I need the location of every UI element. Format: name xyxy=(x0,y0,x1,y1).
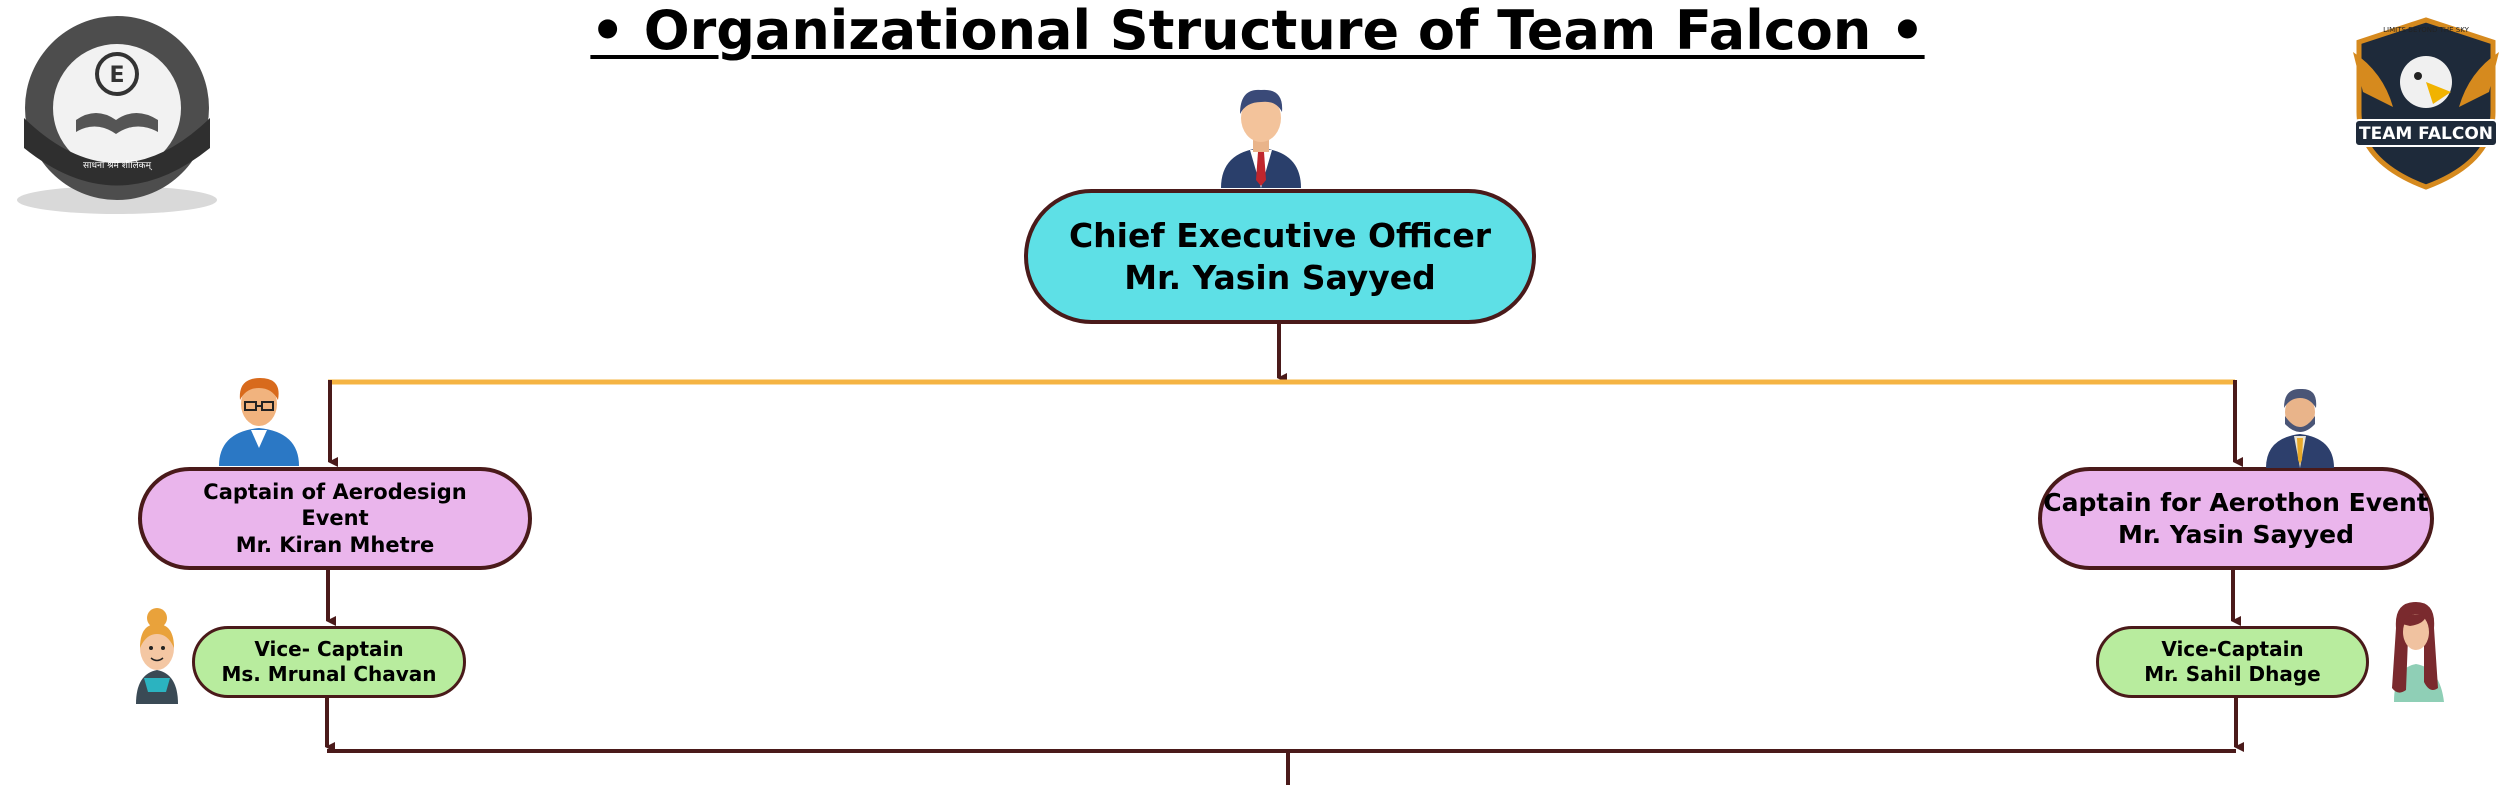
vice-right-name: Mr. Sahil Dhage xyxy=(2144,662,2321,686)
svg-text:TEAM FALCON: TEAM FALCON xyxy=(2359,124,2493,144)
svg-text:साधना श्रमे शीलिकम्: साधना श्रमे शीलिकम् xyxy=(83,159,153,171)
ceo-name: Mr. Yasin Sayyed xyxy=(1124,257,1436,297)
svg-text:E: E xyxy=(109,63,124,88)
ceo-role: Chief Executive Officer xyxy=(1068,216,1492,256)
businessman-icon xyxy=(1221,89,1301,188)
captain-aerothon-name: Mr. Yasin Sayyed xyxy=(2117,519,2355,549)
page-title: • Organizational Structure of Team Falco… xyxy=(590,0,1925,62)
vice-left-role: Vice- Captain xyxy=(254,637,404,661)
captain-aerodesign-node: Captain of Aerodesign Event Mr. Kiran Mh… xyxy=(138,467,532,570)
vice-left-name: Ms. Mrunal Chavan xyxy=(221,662,437,686)
bearded-man-icon xyxy=(2266,388,2334,468)
vice-right-role: Vice-Captain xyxy=(2161,637,2304,661)
vice-captain-left-node: Vice- Captain Ms. Mrunal Chavan xyxy=(192,626,466,698)
college-logo-icon: E साधना श्रमे शीलिकम् xyxy=(17,16,217,214)
svg-text:LIMITS BEYOND THE SKY: LIMITS BEYOND THE SKY xyxy=(2383,26,2469,34)
captain-aerothon-role: Captain for Aerothon Event xyxy=(2043,488,2429,518)
captain-aerothon-node: Captain for Aerothon Event Mr. Yasin Say… xyxy=(2038,467,2434,570)
ceo-node: Chief Executive Officer Mr. Yasin Sayyed xyxy=(1024,189,1536,324)
captain-aerodesign-role: Captain of Aerodesign Event xyxy=(203,480,467,531)
woman-icon xyxy=(136,608,178,704)
vice-captain-right-node: Vice-Captain Mr. Sahil Dhage xyxy=(2096,626,2369,698)
woman-long-hair-icon xyxy=(2392,602,2444,702)
man-glasses-icon xyxy=(219,378,299,466)
team-falcon-logo-icon: TEAM FALCON LIMITS BEYOND THE SKY xyxy=(2353,17,2499,190)
captain-aerodesign-name: Mr. Kiran Mhetre xyxy=(235,532,435,557)
